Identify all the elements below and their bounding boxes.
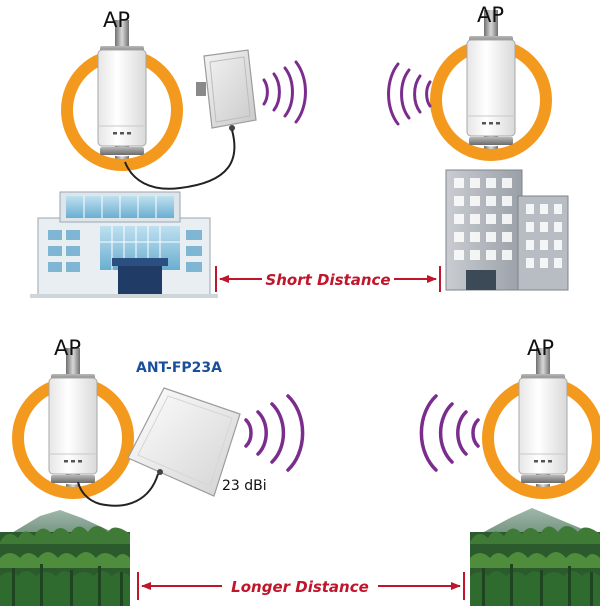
- short-distance-arrow: [215, 266, 441, 292]
- patch-antenna-icon: [196, 49, 257, 131]
- city-towers-illustration: [445, 169, 569, 291]
- access-point-top-right: [436, 10, 546, 160]
- signal-waves-top-right: [387, 62, 432, 126]
- antenna-cable-bottom: [77, 473, 159, 507]
- ap-label-top-right: AP: [477, 3, 504, 27]
- office-building-illustration: [30, 191, 218, 298]
- access-point-bottom-right: [488, 348, 598, 498]
- antenna-cable-top: [124, 129, 236, 190]
- signal-waves-top-left: [262, 60, 307, 124]
- access-point-bottom-left: [18, 348, 128, 498]
- ap-label-top-left: AP: [103, 8, 130, 32]
- signal-waves-bottom-right: [419, 394, 480, 472]
- signal-waves-bottom-left: [244, 394, 305, 472]
- longer-distance-label: Longer Distance: [231, 578, 369, 596]
- panel-antenna-icon: [127, 387, 241, 497]
- longer-distance-arrow: [137, 572, 465, 600]
- access-point-top-left: [67, 20, 177, 170]
- antenna-gain-label: 23 dBi: [222, 478, 267, 494]
- antenna-model-label: ANT-FP23A: [136, 360, 222, 376]
- forest-right-illustration: [470, 508, 600, 606]
- short-distance-label: Short Distance: [265, 271, 390, 289]
- forest-left-illustration: [0, 510, 130, 606]
- ap-label-bottom-right: AP: [527, 336, 554, 360]
- ap-label-bottom-left: AP: [54, 336, 81, 360]
